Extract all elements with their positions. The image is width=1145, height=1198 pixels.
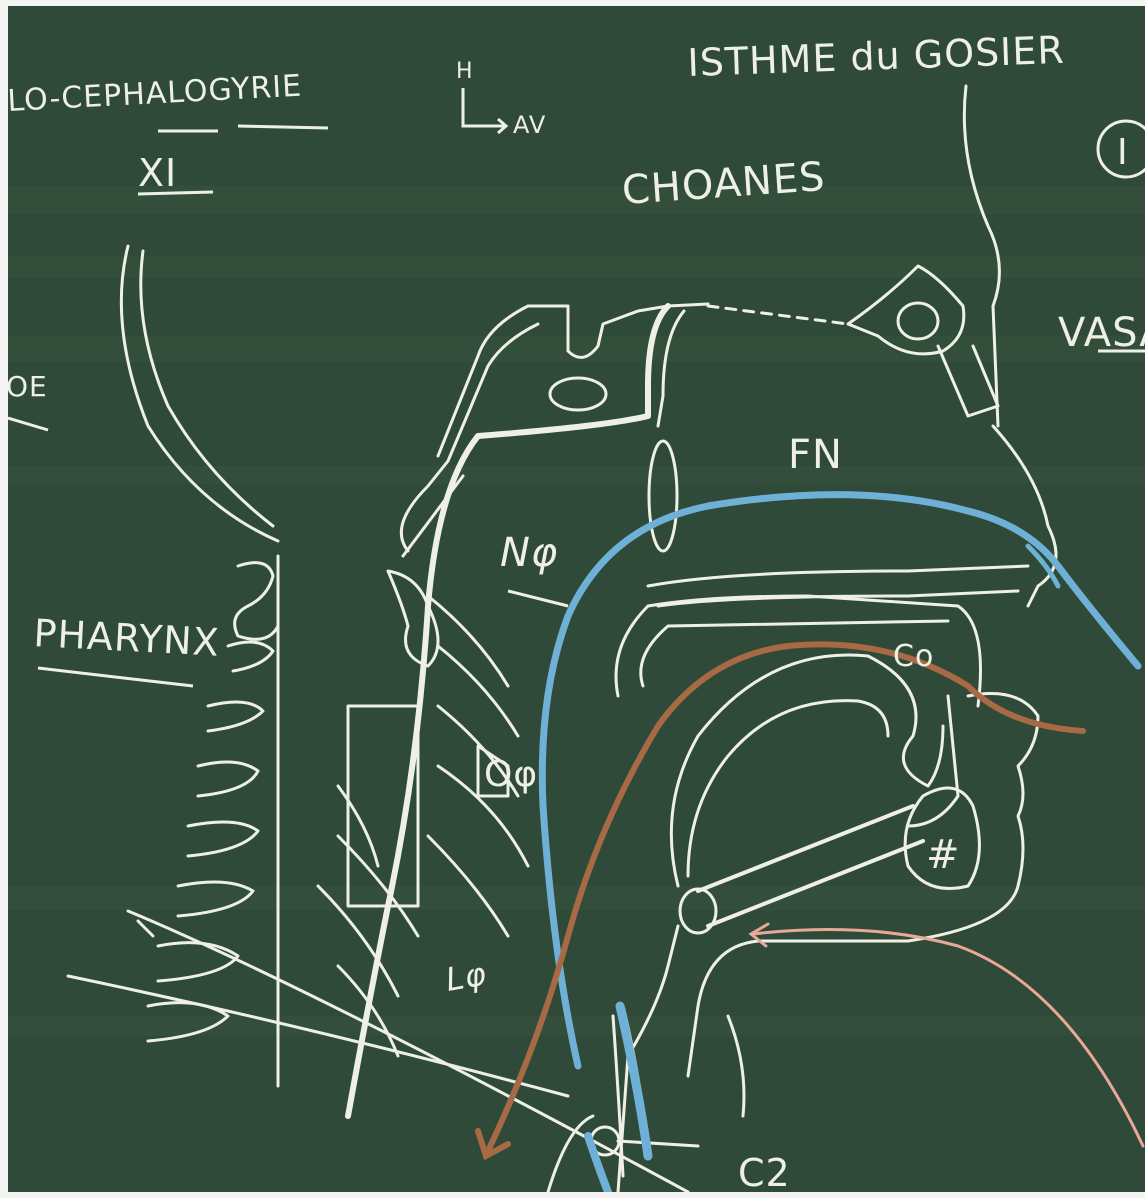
- underline-nerve-number: [138, 192, 213, 194]
- label-vasa: VASA: [1058, 310, 1145, 356]
- label-c2: C2: [738, 1151, 791, 1192]
- label-oe: OE: [8, 370, 48, 403]
- label-orientation-direction: AV: [513, 111, 546, 139]
- label-nphi: Nφ: [500, 530, 558, 576]
- label-nerve-number: XI: [138, 151, 177, 195]
- label-ophi: Oφ: [484, 754, 538, 795]
- label-lphi: Lφ: [443, 954, 490, 999]
- label-fn: FN: [788, 432, 843, 478]
- chalkboard-drawing: LO-CEPHALOGYRIE XI H AV ISTHME du GOSIER…: [8, 6, 1145, 1192]
- label-orientation: H: [456, 59, 474, 84]
- label-co: Co: [893, 639, 934, 674]
- label-circled-number: I: [1117, 132, 1129, 173]
- label-hash: #: [926, 832, 961, 878]
